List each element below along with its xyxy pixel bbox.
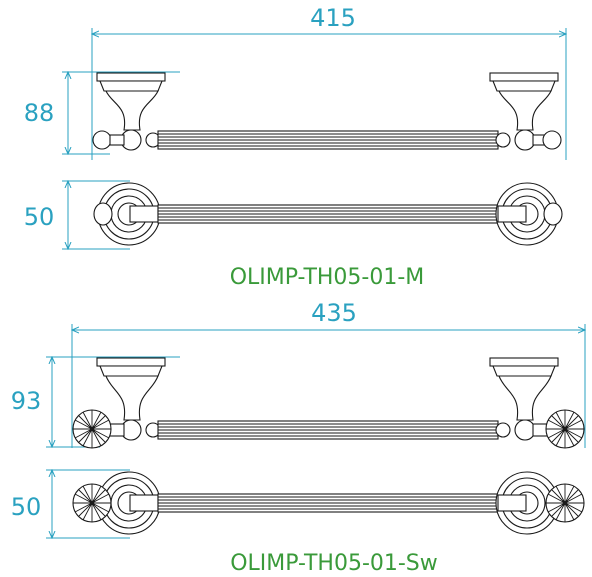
depth-label-1: 50 bbox=[24, 203, 55, 231]
towel-rod-1 bbox=[157, 130, 499, 150]
product-1-top-view bbox=[62, 181, 563, 249]
width-label-1: 415 bbox=[310, 4, 356, 32]
towel-rod-2 bbox=[157, 420, 499, 440]
towel-rod-1-top bbox=[157, 204, 499, 224]
product-code-1: OLIMP-TH05-01-M bbox=[230, 265, 425, 290]
left-bracket-1 bbox=[92, 72, 166, 151]
product-1-front-view bbox=[62, 28, 566, 160]
height-label-2: 93 bbox=[11, 387, 42, 415]
right-rosette-1 bbox=[495, 182, 563, 246]
left-rosette-1 bbox=[93, 182, 161, 246]
height-label-1: 88 bbox=[24, 99, 55, 127]
width-label-2: 435 bbox=[311, 299, 357, 327]
right-bracket-2 bbox=[489, 357, 585, 449]
left-rosette-2 bbox=[72, 471, 161, 535]
left-bracket-2 bbox=[72, 357, 166, 449]
right-bracket-1 bbox=[489, 72, 562, 151]
right-rosette-2 bbox=[495, 471, 585, 535]
product-code-2: OLIMP-TH05-01-Sw bbox=[230, 551, 438, 576]
product-2-front-view bbox=[46, 324, 585, 449]
depth-label-2: 50 bbox=[11, 493, 42, 521]
towel-rod-2-top bbox=[157, 493, 499, 513]
product-2-top-view bbox=[46, 470, 585, 538]
